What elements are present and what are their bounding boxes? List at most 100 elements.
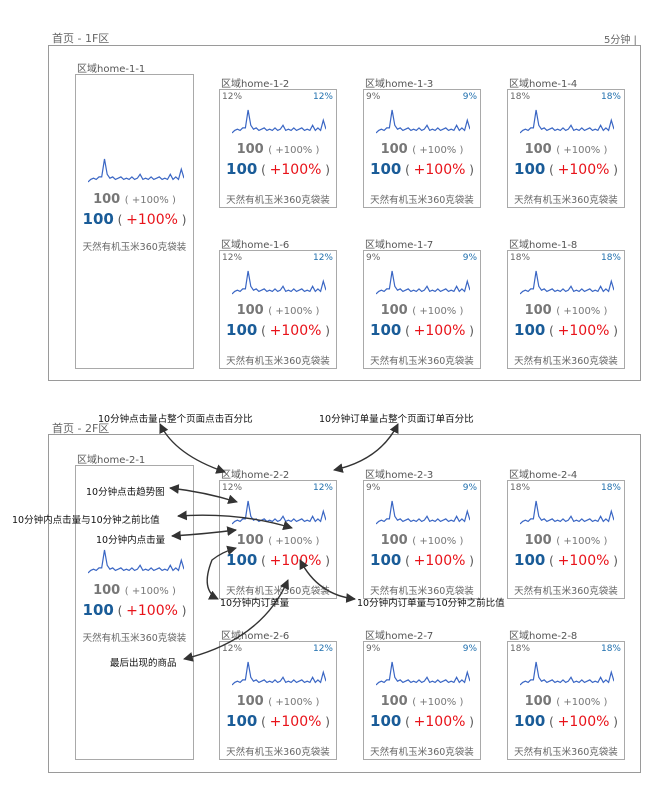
feature-region-card[interactable]: 100 ( +100% )100 ( +100% )天然有机玉米360克袋装 bbox=[75, 74, 194, 369]
region-card[interactable]: 12%12%100 ( +100% )100 ( +100% )天然有机玉米36… bbox=[219, 250, 337, 369]
click-share-percent: 12% bbox=[222, 92, 243, 102]
click-trend-sparkline bbox=[376, 109, 470, 134]
click-trend-sparkline bbox=[376, 270, 470, 295]
order-count-value: 100 bbox=[370, 321, 402, 339]
order-count: 100 ( +100% ) bbox=[370, 712, 474, 730]
click-count-value: 100 bbox=[380, 303, 408, 318]
click-change: ( +100% ) bbox=[556, 697, 608, 708]
last-product[interactable]: 天然有机玉米360克袋装 bbox=[82, 242, 187, 253]
order-count: 100 ( +100% ) bbox=[514, 551, 618, 569]
click-count-value: 100 bbox=[524, 533, 552, 548]
order-change: +100% bbox=[126, 212, 178, 228]
last-product[interactable]: 天然有机玉米360克袋装 bbox=[82, 633, 187, 644]
click-count-value: 100 bbox=[93, 583, 121, 598]
order-count-value: 100 bbox=[226, 160, 258, 178]
order-count-value: 100 bbox=[82, 210, 114, 228]
click-share-percent: 18% bbox=[510, 253, 531, 263]
arrow-order-change bbox=[299, 559, 356, 603]
click-count-value: 100 bbox=[236, 694, 264, 709]
order-share-percent: 9% bbox=[462, 644, 477, 654]
order-count: 100 ( +100% ) bbox=[226, 321, 330, 339]
click-count: 100 ( +100% ) bbox=[364, 142, 480, 157]
click-trend-sparkline bbox=[520, 661, 614, 686]
click-trend-sparkline bbox=[88, 158, 184, 183]
region-label: 区域home-1-4 bbox=[509, 79, 578, 90]
order-change: +100% bbox=[413, 323, 466, 339]
last-product[interactable]: 天然有机玉米360克袋装 bbox=[370, 356, 474, 367]
arrow-click-change bbox=[177, 510, 293, 531]
order-share-percent: 18% bbox=[600, 92, 621, 102]
last-product[interactable]: 天然有机玉米360克袋装 bbox=[514, 747, 618, 758]
region-label: 区域home-1-3 bbox=[365, 79, 434, 90]
annotation-order-share: 10分钟订单量占整个页面订单百分比 bbox=[319, 414, 474, 425]
click-count-value: 100 bbox=[524, 142, 552, 157]
arrow-order-share bbox=[333, 423, 399, 473]
order-count-value: 100 bbox=[226, 321, 258, 339]
click-count: 100 ( +100% ) bbox=[76, 583, 193, 598]
region-label: 区域home-1-7 bbox=[365, 240, 434, 251]
order-change: +100% bbox=[126, 603, 178, 619]
order-count-value: 100 bbox=[370, 712, 402, 730]
click-trend-sparkline bbox=[376, 500, 470, 525]
order-count-value: 100 bbox=[82, 601, 114, 619]
click-change: ( +100% ) bbox=[124, 195, 176, 206]
click-trend-sparkline bbox=[520, 500, 614, 525]
click-trend-sparkline bbox=[88, 549, 184, 574]
click-trend-sparkline bbox=[520, 109, 614, 134]
last-product[interactable]: 天然有机玉米360克袋装 bbox=[226, 747, 330, 758]
last-product[interactable]: 天然有机玉米360克袋装 bbox=[226, 356, 330, 367]
last-product[interactable]: 天然有机玉米360克袋装 bbox=[370, 195, 474, 206]
click-share-percent: 9% bbox=[366, 644, 381, 654]
region-label: 区域home-2-3 bbox=[365, 470, 434, 481]
annotation-click-change: 10分钟内点击量与10分钟之前比值 bbox=[12, 515, 160, 526]
feature-region-card[interactable]: 100 ( +100% )100 ( +100% )天然有机玉米360克袋装 bbox=[75, 465, 194, 760]
region-label: 区域home-2-8 bbox=[509, 631, 578, 642]
order-change: +100% bbox=[557, 714, 610, 730]
region-card[interactable]: 18%18%100 ( +100% )100 ( +100% )天然有机玉米36… bbox=[507, 250, 625, 369]
click-share-percent: 9% bbox=[366, 92, 381, 102]
order-count-value: 100 bbox=[514, 712, 546, 730]
click-count-value: 100 bbox=[236, 142, 264, 157]
order-share-percent: 9% bbox=[462, 483, 477, 493]
click-change: ( +100% ) bbox=[412, 697, 464, 708]
order-change: +100% bbox=[413, 553, 466, 569]
click-trend-sparkline bbox=[520, 270, 614, 295]
region-card[interactable]: 18%18%100 ( +100% )100 ( +100% )天然有机玉米36… bbox=[507, 89, 625, 208]
region-card[interactable]: 18%18%100 ( +100% )100 ( +100% )天然有机玉米36… bbox=[507, 641, 625, 760]
last-product[interactable]: 天然有机玉米360克袋装 bbox=[370, 586, 474, 597]
order-count: 100 ( +100% ) bbox=[514, 321, 618, 339]
region-card[interactable]: 9%9%100 ( +100% )100 ( +100% )天然有机玉米360克… bbox=[363, 89, 481, 208]
click-count: 100 ( +100% ) bbox=[220, 303, 336, 318]
region-card[interactable]: 12%12%100 ( +100% )100 ( +100% )天然有机玉米36… bbox=[219, 89, 337, 208]
click-count: 100 ( +100% ) bbox=[364, 303, 480, 318]
region-card[interactable]: 9%9%100 ( +100% )100 ( +100% )天然有机玉米360克… bbox=[363, 641, 481, 760]
last-product[interactable]: 天然有机玉米360克袋装 bbox=[370, 747, 474, 758]
annotation-last-product: 最后出现的商品 bbox=[110, 658, 177, 669]
annotation-click-share: 10分钟点击量占整个页面点击百分比 bbox=[98, 414, 253, 425]
region-card[interactable]: 18%18%100 ( +100% )100 ( +100% )天然有机玉米36… bbox=[507, 480, 625, 599]
last-product[interactable]: 天然有机玉米360克袋装 bbox=[226, 195, 330, 206]
click-count-value: 100 bbox=[236, 303, 264, 318]
click-change: ( +100% ) bbox=[412, 536, 464, 547]
refresh-interval[interactable]: 5分钟 | bbox=[604, 35, 637, 46]
region-card[interactable]: 9%9%100 ( +100% )100 ( +100% )天然有机玉米360克… bbox=[363, 250, 481, 369]
click-change: ( +100% ) bbox=[556, 145, 608, 156]
last-product[interactable]: 天然有机玉米360克袋装 bbox=[514, 586, 618, 597]
order-share-percent: 12% bbox=[312, 92, 333, 102]
click-count: 100 ( +100% ) bbox=[508, 303, 624, 318]
click-count: 100 ( +100% ) bbox=[508, 694, 624, 709]
last-product[interactable]: 天然有机玉米360克袋装 bbox=[514, 195, 618, 206]
region-label: 区域home-1-6 bbox=[221, 240, 290, 251]
click-count: 100 ( +100% ) bbox=[508, 533, 624, 548]
click-share-percent: 18% bbox=[510, 483, 531, 493]
arrow-clicks bbox=[171, 526, 237, 541]
region-card[interactable]: 9%9%100 ( +100% )100 ( +100% )天然有机玉米360克… bbox=[363, 480, 481, 599]
click-count-value: 100 bbox=[236, 533, 264, 548]
order-change: +100% bbox=[557, 162, 610, 178]
click-count-value: 100 bbox=[524, 303, 552, 318]
click-change: ( +100% ) bbox=[556, 306, 608, 317]
click-change: ( +100% ) bbox=[268, 145, 320, 156]
section-1f bbox=[48, 45, 641, 381]
last-product[interactable]: 天然有机玉米360克袋装 bbox=[514, 356, 618, 367]
